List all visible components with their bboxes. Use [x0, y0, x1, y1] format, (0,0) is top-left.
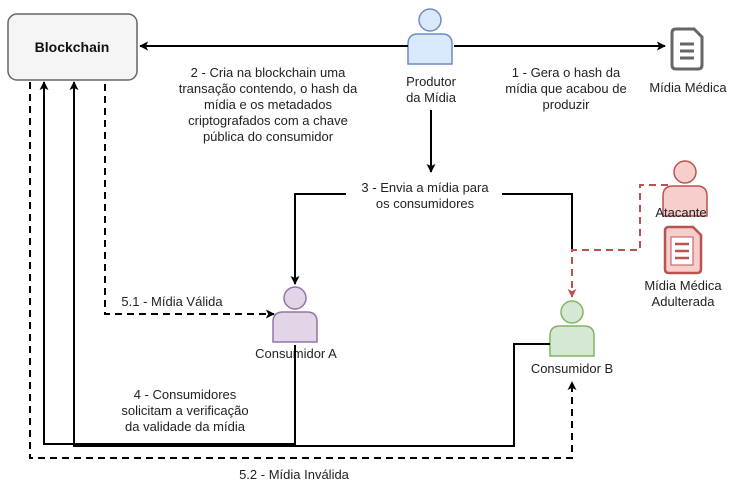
step1-line3: produzir	[543, 97, 591, 112]
arrow-send-to-consumer-b	[500, 193, 573, 250]
person-icon	[272, 286, 318, 343]
person-body	[662, 185, 708, 217]
step2-line5: pública do consumidor	[203, 129, 334, 144]
blockchain-node: Blockchain	[7, 13, 138, 81]
medical-media-node: Mídia Médica	[649, 27, 727, 95]
consumer-b-label: Consumidor B	[531, 361, 613, 376]
arrow-send-to-consumer-a	[290, 193, 348, 285]
step3-line2: os consumidores	[376, 196, 475, 211]
step4-line2: solicitam a verificação	[121, 403, 248, 418]
person-icon	[662, 160, 708, 217]
producer-node: Produtor da Mídia	[406, 8, 457, 105]
arrow-attacker-to-consumer-b	[567, 184, 668, 298]
step2-line3: mídia e os metadados	[204, 97, 332, 112]
step1-line2: mídia que acabou de	[505, 81, 626, 96]
person-body	[272, 311, 318, 343]
consumer-a-node: Consumidor A	[255, 286, 337, 361]
document-icon	[663, 225, 703, 275]
person-head	[673, 160, 697, 184]
tampered-media-label-line1: Mídia Médica	[644, 278, 722, 293]
person-icon	[549, 300, 595, 357]
producer-label-line1: Produtor	[406, 74, 457, 89]
consumer-a-label: Consumidor A	[255, 346, 337, 361]
medical-media-label: Mídia Médica	[649, 80, 727, 95]
attacker-node: Atacante	[655, 160, 708, 220]
person-body	[407, 33, 453, 65]
producer-label-line2: da Mídia	[406, 90, 457, 105]
tampered-media-node: Mídia Médica Adulterada	[644, 225, 722, 309]
step4-line1: 4 - Consumidores	[134, 387, 237, 402]
step2-line1: 2 - Cria na blockchain uma	[191, 65, 346, 80]
step1-line1: 1 - Gera o hash da	[512, 65, 621, 80]
person-body	[549, 325, 595, 357]
step5-1-label: 5.1 - Mídia Válida	[121, 294, 223, 309]
step3-line1: 3 - Envia a mídia para	[361, 180, 489, 195]
person-icon	[407, 8, 453, 65]
tampered-media-label-line2: Adulterada	[652, 294, 716, 309]
arrow-verify-consumer-a	[39, 81, 296, 445]
consumer-b-node: Consumidor B	[531, 300, 613, 376]
blockchain-label: Blockchain	[35, 39, 110, 55]
step2-line2: transação contendo, o hash da	[179, 81, 358, 96]
attacker-label: Atacante	[655, 205, 706, 220]
step2-line4: criptografados com a chave	[188, 113, 348, 128]
person-head	[418, 8, 442, 32]
step4-line3: da validade da mídia	[125, 419, 246, 434]
step5-2-label: 5.2 - Mídia Inválida	[239, 467, 350, 482]
person-head	[283, 286, 307, 310]
arrow-verify-consumer-b	[69, 81, 550, 447]
document-icon	[670, 27, 704, 71]
person-head	[560, 300, 584, 324]
arrow-valid-media	[104, 84, 275, 319]
